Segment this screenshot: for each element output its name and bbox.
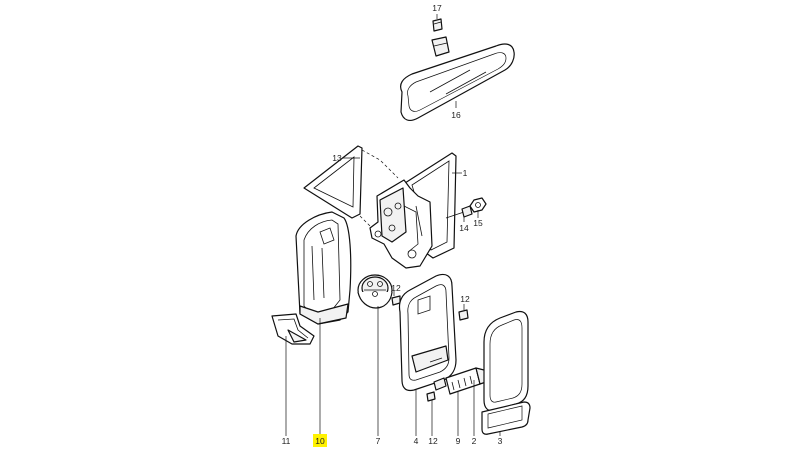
callout-9: 9 — [456, 436, 461, 446]
part-2-mirror-glass — [483, 310, 529, 412]
callout-12-upper: 12 — [391, 283, 401, 293]
part-16-interior-mirror — [400, 36, 515, 122]
part-12-screw-lower — [426, 391, 436, 402]
callout-10-highlight — [313, 434, 327, 447]
part-1-mirror-bracket — [369, 152, 457, 269]
callout-14: 14 — [459, 223, 469, 233]
callout-15: 15 — [473, 218, 483, 228]
callout-10: 10 — [315, 436, 325, 446]
part-12-screw-upper — [391, 295, 401, 306]
callout-2: 2 — [472, 436, 477, 446]
part-17-clip — [432, 18, 443, 32]
callout-16: 16 — [451, 110, 461, 120]
part-13-triangle-cover — [303, 145, 399, 229]
callout-12-middle: 12 — [460, 294, 470, 304]
part-14-screw — [445, 205, 473, 219]
callout-13: 13 — [332, 153, 342, 163]
callout-11: 11 — [282, 436, 291, 446]
part-3-lower-glass — [481, 401, 531, 435]
callout-7: 7 — [376, 436, 381, 446]
leader-lines — [285, 14, 501, 436]
part-7-adjustment-motor — [357, 274, 393, 309]
part-4-glass-carrier — [398, 273, 457, 392]
part-15-nut — [469, 197, 487, 213]
callout-12-lower: 12 — [428, 436, 438, 446]
callout-1: 1 — [463, 168, 468, 178]
part-11-lower-cover — [271, 313, 315, 345]
part-10-mirror-cover — [295, 211, 352, 325]
callout-4: 4 — [414, 436, 419, 446]
callout-labels: 17 16 13 1 14 15 12 12 12 11 10 7 4 9 2 … — [282, 3, 503, 446]
callout-3: 3 — [498, 436, 503, 446]
callout-17: 17 — [432, 3, 442, 13]
part-12-screw-middle — [458, 309, 469, 321]
